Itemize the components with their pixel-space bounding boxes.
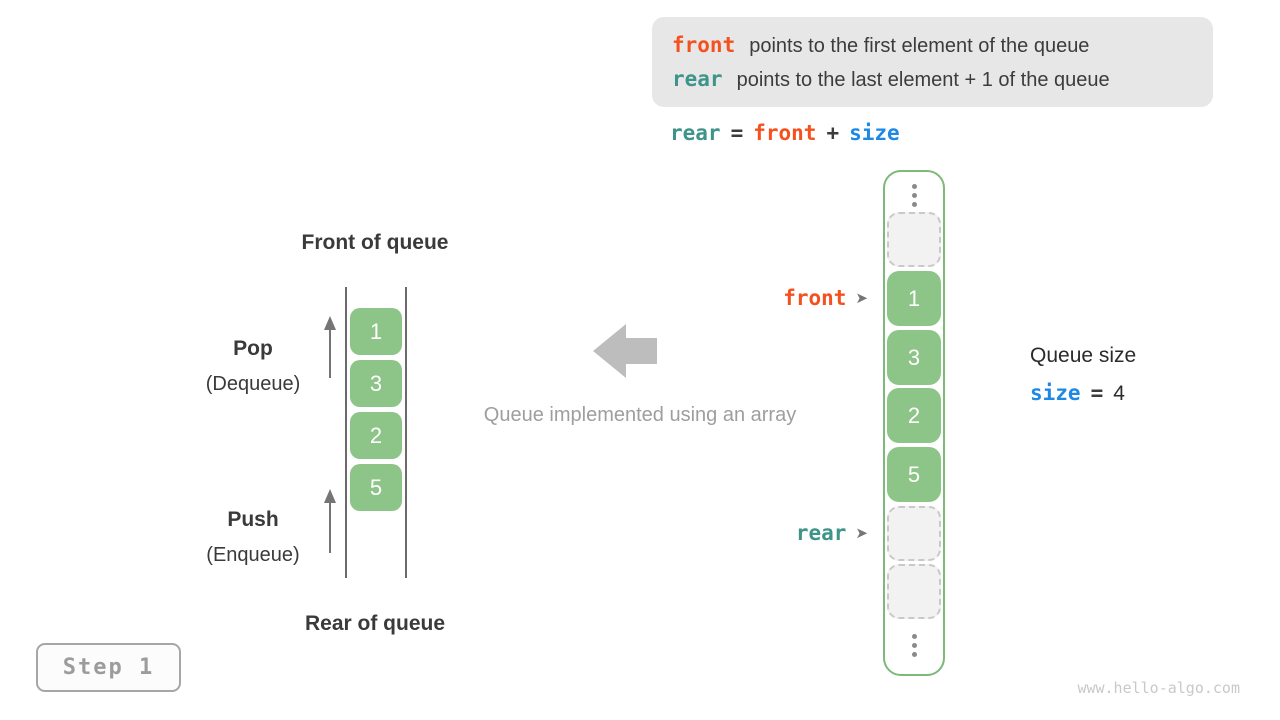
watermark: www.hello-algo.com — [1077, 679, 1240, 697]
front-of-queue-label: Front of queue — [301, 231, 449, 254]
formula-front: front — [753, 121, 817, 145]
front-pointer: front ➤ — [718, 286, 868, 310]
queue-element: 5 — [350, 464, 402, 511]
dequeue-label: (Dequeue) — [205, 373, 301, 395]
caption: Queue implemented using an array — [483, 404, 797, 426]
ellipsis-icon — [885, 184, 943, 207]
queue-right-wall — [405, 287, 407, 578]
queue-element: 1 — [350, 308, 402, 355]
formula-rear: rear — [670, 121, 721, 145]
pop-label: Pop — [233, 337, 273, 360]
queue-size-equation: size = 4 — [1030, 381, 1125, 406]
queue-size-label: Queue size — [1030, 344, 1137, 367]
push-up-arrow-icon — [324, 489, 336, 553]
size-value: 4 — [1113, 382, 1125, 405]
pointer-formula: rear = front + size — [670, 121, 900, 145]
pop-up-arrow-icon — [324, 316, 336, 378]
queue-left-wall — [345, 287, 347, 578]
formula-plus: + — [826, 121, 840, 145]
rear-keyword: rear — [672, 66, 723, 91]
front-pointer-arrow-icon: ➤ — [855, 289, 868, 307]
pointer-explanation-box: front points to the first element of the… — [652, 17, 1213, 107]
step-badge: Step 1 — [36, 643, 181, 692]
front-explanation-line: front points to the first element of the… — [672, 33, 1193, 58]
array-empty-cell — [887, 212, 941, 267]
rear-explanation-line: rear points to the last element + 1 of t… — [672, 67, 1193, 92]
array-cell: 5 — [887, 447, 941, 502]
rear-pointer: rear ➤ — [718, 521, 868, 545]
formula-equals: = — [730, 121, 744, 145]
size-variable: size — [1030, 381, 1081, 405]
front-explanation-text: points to the first element of the queue — [749, 34, 1090, 57]
ellipsis-icon — [885, 634, 943, 657]
array-container: 1 3 2 5 — [883, 170, 945, 676]
queue-element: 2 — [350, 412, 402, 459]
array-cell: 1 — [887, 271, 941, 326]
rear-of-queue-label: Rear of queue — [304, 612, 446, 635]
push-label: Push — [227, 508, 279, 531]
enqueue-label: (Enqueue) — [206, 544, 300, 566]
rear-pointer-label: rear — [795, 521, 847, 545]
array-cell: 3 — [887, 330, 941, 385]
front-keyword: front — [672, 32, 736, 57]
rear-pointer-arrow-icon: ➤ — [855, 524, 868, 542]
array-empty-cell — [887, 564, 941, 619]
formula-size: size — [849, 121, 900, 145]
front-pointer-label: front — [783, 286, 847, 310]
size-equals: = — [1090, 381, 1104, 405]
array-cell: 2 — [887, 388, 941, 443]
left-block-arrow-icon — [593, 324, 657, 378]
rear-explanation-text: points to the last element + 1 of the qu… — [736, 68, 1110, 91]
queue-element: 3 — [350, 360, 402, 407]
array-empty-cell — [887, 506, 941, 561]
